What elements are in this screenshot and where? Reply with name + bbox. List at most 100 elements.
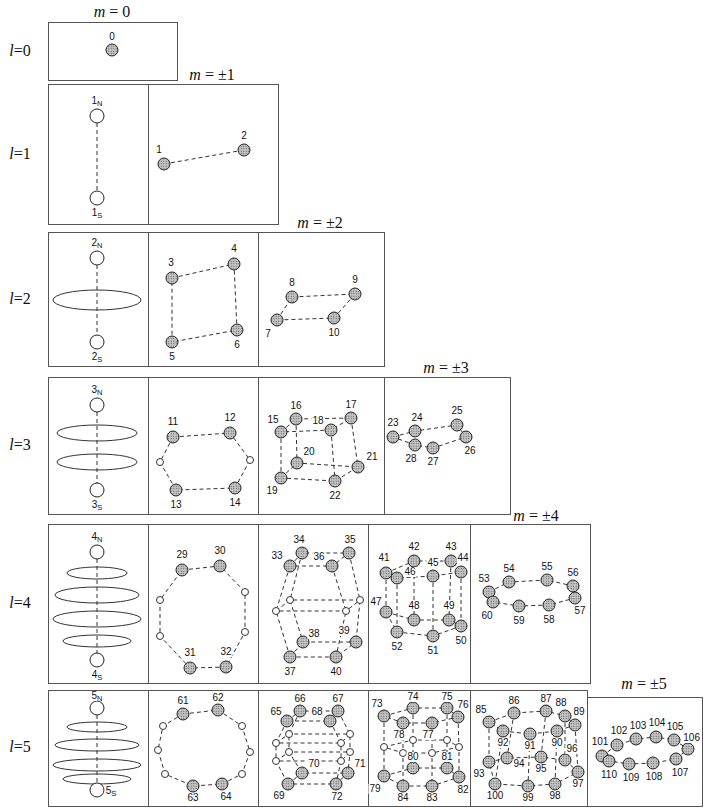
occupied-site bbox=[294, 705, 306, 717]
occupied-site bbox=[296, 547, 308, 559]
pole-subscript: N bbox=[97, 241, 102, 250]
site-number: 69 bbox=[272, 791, 285, 801]
site-number: 76 bbox=[456, 700, 469, 710]
occupied-site bbox=[630, 733, 642, 745]
quantum-number-label: m = ±3 bbox=[423, 360, 468, 376]
site-number: 86 bbox=[507, 696, 520, 706]
panel-frame bbox=[259, 378, 385, 515]
occupied-site bbox=[325, 424, 337, 436]
value-part: = ±1 bbox=[201, 66, 235, 83]
occupied-site bbox=[166, 336, 178, 348]
dashed-bond bbox=[281, 432, 282, 478]
occupied-site bbox=[497, 725, 509, 737]
site-number: 4N bbox=[91, 532, 104, 542]
site-number: 71 bbox=[353, 759, 366, 769]
site-number: 57 bbox=[573, 606, 586, 616]
sites bbox=[90, 44, 694, 797]
occupied-site bbox=[489, 778, 501, 790]
panel-frames bbox=[49, 23, 703, 807]
quantum-number-label: m = ±4 bbox=[513, 508, 558, 524]
occupied-site bbox=[275, 472, 287, 484]
site-number: 4 bbox=[230, 244, 238, 254]
site-number: 61 bbox=[176, 696, 189, 706]
panel-frame bbox=[149, 233, 259, 367]
pole-site bbox=[90, 398, 104, 412]
site-number: 74 bbox=[406, 692, 419, 702]
site-number: 3N bbox=[91, 385, 104, 395]
occupied-site bbox=[284, 651, 296, 663]
occupied-site bbox=[326, 560, 338, 572]
site-number: 35 bbox=[343, 535, 356, 545]
quantum-number-label: l=4 bbox=[9, 595, 30, 611]
occupied-site bbox=[409, 425, 421, 437]
value-part: =1 bbox=[14, 145, 31, 162]
empty-site bbox=[347, 749, 354, 756]
occupied-site bbox=[540, 705, 552, 717]
number-part: 4 bbox=[92, 531, 98, 542]
site-number: 64 bbox=[219, 792, 232, 802]
empty-site bbox=[242, 589, 249, 596]
occupied-site bbox=[647, 757, 659, 769]
site-number: 65 bbox=[269, 707, 282, 717]
site-number: 103 bbox=[629, 721, 648, 731]
panel-frame bbox=[259, 691, 369, 807]
empty-site bbox=[286, 749, 293, 756]
site-number: 56 bbox=[566, 568, 579, 578]
site-number: 92 bbox=[496, 738, 509, 748]
site-number: 16 bbox=[289, 401, 302, 411]
site-number: 1 bbox=[155, 145, 163, 155]
dashed-bond bbox=[449, 561, 451, 620]
site-number: 36 bbox=[312, 552, 325, 562]
occupied-site bbox=[603, 755, 615, 767]
occupied-site bbox=[452, 711, 464, 723]
panel-frame bbox=[49, 525, 149, 684]
panel-frame bbox=[149, 85, 279, 225]
dashed-bond bbox=[338, 711, 350, 773]
site-number: 104 bbox=[648, 718, 667, 728]
site-number: 63 bbox=[186, 793, 199, 803]
dashed-bond bbox=[433, 576, 434, 636]
site-number: 100 bbox=[486, 791, 505, 801]
empty-site bbox=[157, 459, 164, 466]
quantum-number-label: m = 0 bbox=[94, 4, 131, 20]
occupied-site bbox=[443, 614, 455, 626]
pole-subscript: S bbox=[97, 355, 102, 364]
site-number: 84 bbox=[396, 793, 409, 803]
dashed-bond bbox=[97, 258, 98, 342]
occupied-site bbox=[441, 762, 453, 774]
site-number: 4S bbox=[91, 670, 104, 680]
dashed-bond bbox=[172, 264, 237, 342]
pole-subscript: S bbox=[97, 503, 102, 512]
occupied-site bbox=[668, 734, 680, 746]
occupied-site bbox=[559, 710, 571, 722]
site-number: 94 bbox=[512, 759, 525, 769]
pole-site bbox=[90, 251, 104, 265]
panel-frame bbox=[259, 233, 385, 367]
dashed-bond bbox=[507, 713, 514, 758]
empty-site bbox=[273, 740, 280, 747]
symbol-part: l bbox=[9, 290, 13, 307]
occupied-site bbox=[408, 555, 420, 567]
site-number: 88 bbox=[554, 698, 567, 708]
site-number: 3 bbox=[167, 258, 175, 268]
occupied-site bbox=[281, 715, 293, 727]
site-number: 90 bbox=[550, 738, 563, 748]
site-number: 47 bbox=[369, 597, 382, 607]
dashed-bond bbox=[97, 116, 98, 198]
occupied-site bbox=[682, 743, 694, 755]
occupied-site bbox=[453, 771, 465, 783]
site-number: 99 bbox=[521, 793, 534, 803]
site-number: 95 bbox=[534, 764, 547, 774]
quantum-number-label: m = ±2 bbox=[297, 215, 342, 231]
occupied-site bbox=[291, 457, 303, 469]
empty-site bbox=[273, 758, 280, 765]
occupied-site bbox=[216, 778, 228, 790]
site-number: 52 bbox=[390, 642, 403, 652]
occupied-site bbox=[329, 475, 341, 487]
site-number: 78 bbox=[392, 730, 405, 740]
occupied-site bbox=[426, 717, 438, 729]
dashed-bond bbox=[489, 580, 575, 606]
empty-site bbox=[160, 723, 167, 730]
site-number: 30 bbox=[213, 546, 226, 556]
value-part: = ±5 bbox=[633, 675, 667, 692]
